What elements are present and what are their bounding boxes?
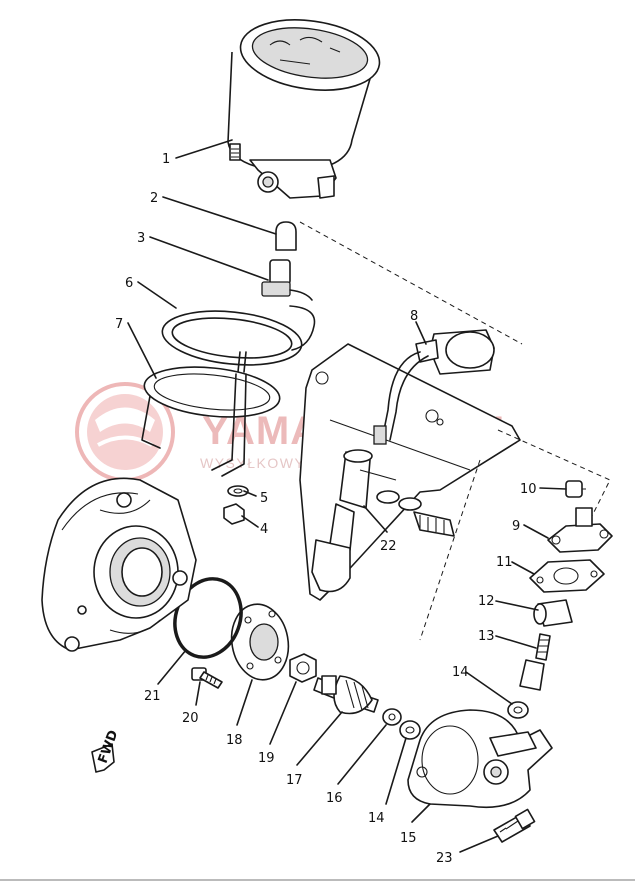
callout-8: 8 [410, 309, 418, 324]
part-pinion-gear [519, 633, 551, 691]
callout-19: 19 [258, 751, 275, 766]
callout-11: 11 [496, 555, 513, 570]
callout-15: 15 [400, 831, 417, 846]
fwd-direction-arrow: FWD [91, 728, 122, 773]
part-bushing-12 [533, 599, 573, 627]
callout-13: 13 [478, 629, 495, 644]
callout-17: 17 [286, 773, 303, 788]
callout-16: 16 [326, 791, 343, 806]
part-screw-20 [191, 667, 223, 689]
callout-4: 4 [260, 522, 268, 537]
callout-7: 7 [115, 317, 123, 332]
part-wire-harness-ring [161, 305, 316, 373]
part-mount-plate [299, 343, 521, 601]
callout-23: 22 [380, 539, 397, 554]
part-socket [261, 259, 313, 301]
part-speedometer [227, 19, 381, 199]
part-washer-5 [227, 485, 249, 497]
part-nut-4 [223, 503, 245, 525]
callout-9: 9 [512, 519, 520, 534]
callout-10: 10 [520, 482, 537, 497]
callout-3: 3 [137, 231, 145, 246]
callout-21: 21 [144, 689, 161, 704]
part-washer-16 [382, 708, 402, 726]
callout-12: 12 [478, 594, 495, 609]
part-cable-end [311, 449, 455, 593]
callout-5: 5 [260, 491, 268, 506]
assembly-guides [299, 221, 611, 641]
part-washer-14-lower [399, 720, 421, 740]
part-bulb [275, 221, 297, 251]
part-washer-14-upper [507, 701, 529, 719]
callout-14-lower: 14 [368, 811, 385, 826]
leader-lines [127, 139, 567, 853]
callout-2: 2 [150, 191, 158, 206]
part-drive-flange [547, 507, 613, 553]
part-spacer-19 [289, 653, 317, 683]
callout-numbers: 1 2 3 6 7 8 5 4 22 10 9 11 12 13 14 14 1… [115, 152, 537, 866]
callout-20: 20 [182, 711, 199, 726]
part-gasket-11 [529, 559, 605, 593]
callout-18: 18 [226, 733, 243, 748]
part-hub-cover [41, 477, 197, 652]
fwd-label: FWD [96, 728, 122, 765]
callout-6: 6 [125, 276, 133, 291]
callout-14-upper: 14 [452, 665, 469, 680]
part-drive-plate [230, 603, 290, 681]
callout-22: 23 [436, 851, 453, 866]
part-worm-gear [313, 675, 379, 715]
callout-1: 1 [162, 152, 170, 167]
part-bolt-22 [493, 808, 536, 843]
part-gear-housing [407, 709, 553, 809]
part-speedo-cable [373, 329, 495, 445]
part-bracket [141, 366, 281, 477]
